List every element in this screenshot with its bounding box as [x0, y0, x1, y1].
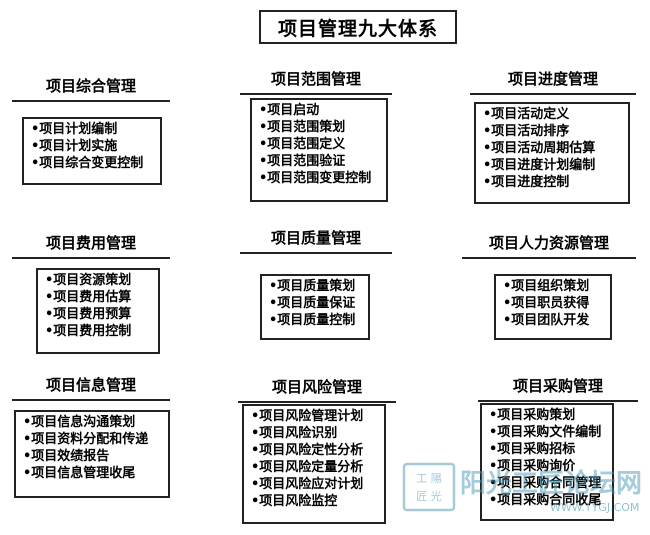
section-item-box: •项目信息沟通策划 •项目资料分配和传递 •项目效绩报告 •项目信息管理收尾: [14, 410, 170, 498]
section-rule: [240, 93, 392, 95]
section-heading: 项目人力资源管理: [488, 234, 609, 252]
section-rule: [240, 252, 392, 254]
section-item: •项目计划编制: [31, 122, 118, 137]
section-rule: [12, 100, 170, 102]
section-item: •项目采购文件编制: [489, 425, 602, 440]
section-heading: 项目进度管理: [507, 70, 598, 88]
section-item: •项目综合变更控制: [31, 156, 144, 171]
diagram-title: 项目管理九大体系: [259, 10, 457, 44]
section-item: •项目活动定义: [483, 107, 570, 122]
section-item: •项目活动排序: [483, 124, 570, 139]
section-item: •项目信息沟通策划: [23, 415, 136, 430]
section-item: •项目信息管理收尾: [23, 466, 136, 481]
watermark-seal: 工 陽 匠 光: [402, 462, 456, 512]
section-heading: 项目综合管理: [45, 77, 136, 95]
section-item: •项目风险定性分析: [251, 443, 364, 458]
section-item: •项目风险应对计划: [251, 477, 364, 492]
section-heading: 项目范围管理: [270, 70, 361, 88]
section-heading: 项目信息管理: [45, 376, 136, 394]
section-item: •项目风险监控: [251, 494, 338, 509]
section-item: •项目活动周期估算: [483, 141, 596, 156]
section-item: •项目采购询价: [489, 459, 576, 474]
section-item: •项目进度计划编制: [483, 158, 596, 173]
section-item: •项目质量保证: [269, 296, 356, 311]
section-item-box: •项目资源策划 •项目费用估算 •项目费用预算 •项目费用控制: [36, 268, 160, 354]
section-item: •项目采购策划: [489, 408, 576, 423]
section-item: •项目范围定义: [259, 137, 346, 152]
section-item: •项目范围变更控制: [259, 171, 372, 186]
watermark-seal-bottom: 匠 光: [416, 489, 442, 503]
section-rule: [238, 401, 396, 403]
section-item: •项目资源策划: [45, 273, 132, 288]
section-item: •项目费用估算: [45, 290, 132, 305]
section-item: •项目采购合同管理: [489, 476, 602, 491]
section-rule: [12, 257, 170, 259]
section-item-box: •项目风险管理计划 •项目风险识别 •项目风险定性分析 •项目风险定量分析 •项目风险应…: [242, 404, 386, 524]
section-item: •项目质量控制: [269, 313, 356, 328]
section-item-box: •项目质量策划 •项目质量保证 •项目质量控制: [260, 274, 370, 340]
watermark-seal-top: 工 陽: [416, 472, 442, 485]
section-item: •项目费用预算: [45, 307, 132, 322]
section-item: •项目范围策划: [259, 120, 346, 135]
section-item: •项目资料分配和传递: [23, 432, 149, 447]
section-item: •项目费用控制: [45, 324, 132, 339]
section-item: •项目进度控制: [483, 175, 570, 190]
section-item-box: •项目计划编制 •项目计划实施 •项目综合变更控制: [22, 117, 162, 185]
section-item: •项目范围验证: [259, 154, 346, 169]
section-item: •项目风险定量分析: [251, 460, 364, 475]
section-item: •项目采购招标: [489, 442, 576, 457]
section-heading: 项目采购管理: [512, 377, 603, 395]
section-rule: [12, 399, 170, 401]
section-heading: 项目风险管理: [271, 378, 362, 396]
section-item-box: •项目启动 •项目范围策划 •项目范围定义 •项目范围验证 •项目范围变更控制: [250, 98, 388, 202]
section-rule: [478, 400, 638, 402]
section-item: •项目团队开发: [503, 313, 590, 328]
section-item: •项目采购合同收尾: [489, 493, 602, 508]
section-item: •项目质量策划: [269, 279, 356, 294]
section-item: •项目效绩报告: [23, 449, 110, 464]
section-rule: [470, 93, 636, 95]
section-item: •项目计划实施: [31, 139, 118, 154]
section-heading: 项目质量管理: [270, 229, 361, 247]
section-rule: [462, 257, 636, 259]
section-item-box: •项目采购策划 •项目采购文件编制 •项目采购招标 •项目采购询价 •项目采购合同管理 •…: [480, 403, 614, 521]
section-item: •项目组织策划: [503, 279, 590, 294]
section-item: •项目职员获得: [503, 296, 590, 311]
section-item-box: •项目组织策划 •项目职员获得 •项目团队开发: [494, 274, 612, 340]
section-item: •项目风险管理计划: [251, 409, 364, 424]
section-item: •项目风险识别: [251, 426, 338, 441]
section-item-box: •项目活动定义 •项目活动排序 •项目活动周期估算 •项目进度计划编制 •项目进度控制: [474, 102, 630, 204]
section-heading: 项目费用管理: [45, 234, 136, 252]
section-item: •项目启动: [259, 103, 320, 118]
